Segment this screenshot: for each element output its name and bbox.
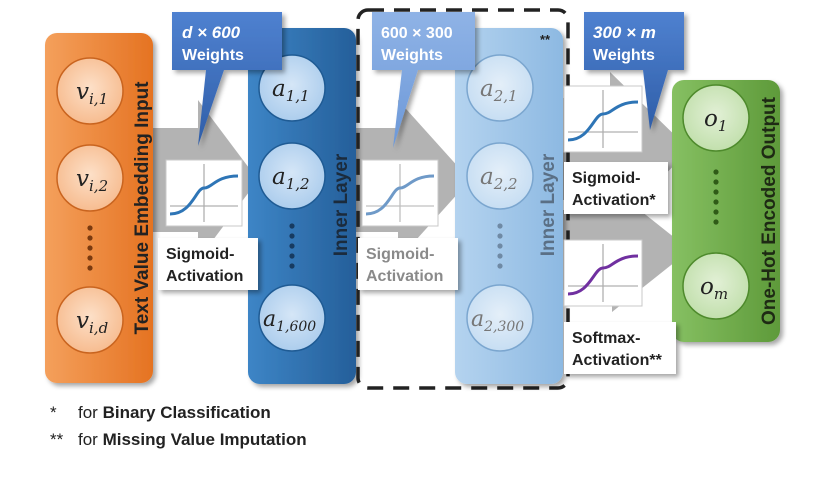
node-a-1-1: a1,1: [258, 54, 326, 122]
svg-text:Activation: Activation: [166, 268, 243, 285]
svg-text:a1,2: a1,2: [272, 164, 310, 193]
weights-3-label: Weights: [593, 47, 655, 64]
weights-2-dims: 600 × 300: [381, 25, 453, 42]
svg-text:a2,1: a2,1: [480, 76, 518, 105]
weights-1-label: Weights: [182, 47, 244, 64]
softmax-plot: [563, 239, 643, 307]
footnote-imputation: ** for Missing Value Imputation: [50, 430, 307, 450]
svg-text:Activation**: Activation**: [572, 352, 663, 369]
svg-text:Sigmoid-: Sigmoid-: [166, 246, 234, 263]
svg-text:vi,2: vi,2: [76, 166, 108, 195]
input-nodes: vi,1 vi,2 vi,d: [56, 57, 124, 354]
output-layer-label: One-Hot Encoded Output: [759, 96, 780, 325]
ellipsis-dots: [289, 223, 295, 269]
svg-text:a1,600: a1,600: [263, 307, 316, 335]
ellipsis-dots: [713, 169, 719, 225]
svg-text:Sigmoid-: Sigmoid-: [572, 170, 640, 187]
input-layer-label: Text Value Embedding Input: [132, 81, 153, 335]
activation-label-4: Softmax- Activation**: [564, 322, 676, 374]
ellipsis-dots: [87, 225, 93, 271]
footnote-prefix: for: [78, 403, 103, 422]
sigmoid-plot-3: [563, 85, 643, 153]
footnote-emphasis: Binary Classification: [102, 403, 271, 422]
footnote-mark: **: [50, 430, 64, 449]
activation-label-1: Sigmoid- Activation: [158, 238, 258, 290]
footnote-binary: * for Binary Classification: [50, 403, 271, 423]
svg-text:om: om: [700, 274, 728, 303]
inner-layer-1-label: Inner Layer: [331, 153, 352, 256]
node-a-2-1: a2,1: [466, 54, 534, 122]
svg-text:a2,2: a2,2: [480, 164, 518, 193]
node-o-1: o1: [682, 84, 750, 152]
sigmoid-plot-1: [165, 159, 243, 227]
inner-layer-2-marker: **: [540, 32, 551, 47]
weights-callout-2: 600 × 300 Weights: [372, 12, 475, 148]
footnote-emphasis: Missing Value Imputation: [102, 430, 307, 449]
weights-3-dims: 300 × m: [593, 23, 656, 42]
inner-2-nodes: a2,1 a2,2 a2,300: [466, 54, 534, 352]
node-v-i-2: vi,2: [56, 144, 124, 212]
svg-text:a1,1: a1,1: [272, 76, 310, 105]
node-a-1-2: a1,2: [258, 142, 326, 210]
svg-text:o1: o1: [704, 106, 727, 135]
svg-text:vi,1: vi,1: [76, 79, 108, 108]
output-nodes: o1 om: [682, 84, 750, 320]
node-v-i-d: vi,d: [56, 286, 124, 354]
svg-text:Activation: Activation: [366, 268, 443, 285]
node-a-2-300: a2,300: [466, 284, 534, 352]
footnote-prefix: for: [78, 430, 103, 449]
svg-text:Activation*: Activation*: [572, 192, 656, 209]
node-o-m: om: [682, 252, 750, 320]
svg-text:a2,300: a2,300: [471, 307, 524, 335]
svg-text:Sigmoid-: Sigmoid-: [366, 246, 434, 263]
activation-label-2: Sigmoid- Activation: [358, 238, 458, 290]
footnote-mark: *: [50, 403, 57, 422]
inner-layer-2-dashed-box: [356, 8, 570, 390]
node-a-1-600: a1,600: [258, 284, 326, 352]
weights-1-dims: d × 600: [182, 23, 241, 42]
svg-text:Softmax-: Softmax-: [572, 330, 640, 347]
node-a-2-2: a2,2: [466, 142, 534, 210]
weights-callout-1: d × 600 Weights: [172, 12, 282, 146]
weights-2-label: Weights: [381, 47, 443, 64]
activation-label-3: Sigmoid- Activation*: [564, 162, 668, 214]
ellipsis-dots: [497, 223, 503, 269]
svg-text:vi,d: vi,d: [76, 308, 108, 337]
node-v-i-1: vi,1: [56, 57, 124, 125]
inner-1-nodes: a1,1 a1,2 a1,600: [258, 54, 326, 352]
sigmoid-plot-2: [361, 159, 439, 227]
inner-layer-2-label: Inner Layer: [538, 153, 559, 256]
weights-callout-3: 300 × m Weights: [584, 12, 684, 130]
